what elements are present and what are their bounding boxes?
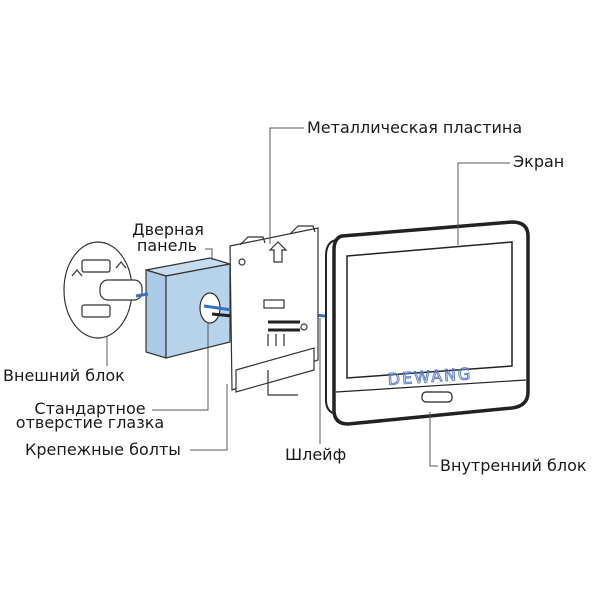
label-metal-plate: Металлическая пластина xyxy=(307,118,523,137)
label-door-panel-line1: Дверная xyxy=(132,220,204,239)
label-bolts: Крепежные болты xyxy=(25,440,181,459)
label-peephole-line2: отверстие глазка xyxy=(15,413,165,432)
metal-plate-drawing xyxy=(229,225,319,396)
label-screen: Экран xyxy=(513,152,565,171)
label-peephole-line1: Стандартное xyxy=(34,399,146,418)
label-outer-unit: Внешний блок xyxy=(3,366,125,385)
outer-unit-drawing xyxy=(63,241,143,339)
leader-lines xyxy=(106,127,510,467)
label-cable: Шлейф xyxy=(285,445,347,464)
label-inner-unit: Внутренний блок xyxy=(440,456,587,475)
inner-unit-drawing: DEWANG xyxy=(325,220,530,426)
label-door-panel-line2: панель xyxy=(136,236,198,255)
bolt-drawing xyxy=(211,312,233,318)
